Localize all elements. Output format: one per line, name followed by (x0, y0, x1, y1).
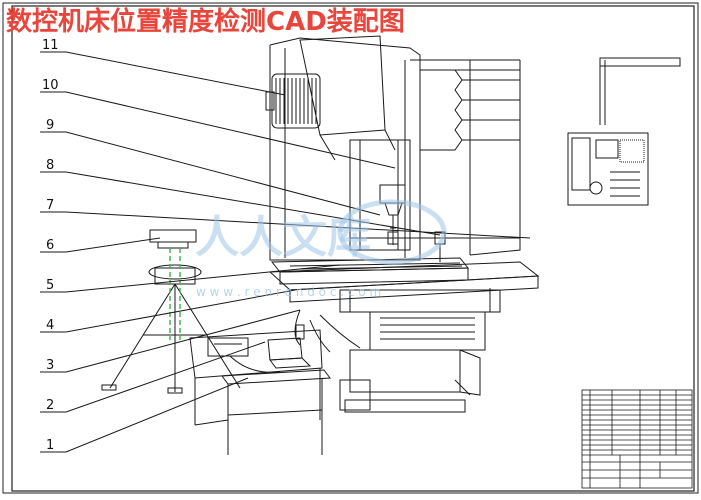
worktable (268, 257, 540, 313)
machine-column (269, 37, 521, 261)
cnc-control-panel (567, 57, 681, 206)
callout-labels: 11 10 9 8 7 6 5 4 3 2 1 (42, 38, 59, 453)
callout-7: 7 (46, 198, 54, 213)
leader-lines (40, 51, 531, 453)
spindle-motor (265, 73, 321, 129)
callout-4: 4 (46, 318, 54, 333)
laser-beam (169, 248, 181, 340)
callout-2: 2 (46, 398, 54, 413)
title-block (581, 389, 693, 489)
callout-11: 11 (42, 38, 59, 53)
callout-3: 3 (46, 358, 54, 373)
inner-frame (11, 5, 695, 492)
callout-6: 6 (46, 238, 54, 253)
watermark-logo-ring (337, 199, 447, 265)
watermark: 人人文库 w w w . r e n r e n d o c . c o m (195, 199, 447, 299)
instrument-bench (189, 309, 361, 455)
page-title: 数控机床位置精度检测CAD装配图 (6, 7, 405, 37)
callout-8: 8 (46, 158, 54, 173)
laser-tripod (101, 229, 241, 394)
callout-9: 9 (46, 118, 54, 133)
machine-base (339, 311, 486, 413)
watermark-brand: 人人文库 (195, 212, 371, 263)
spindle-head (299, 35, 411, 251)
callout-5: 5 (46, 278, 54, 293)
callout-1: 1 (46, 438, 54, 453)
watermark-url: w w w . r e n r e n d o c . c o m (196, 285, 381, 299)
outer-frame (2, 2, 699, 494)
callout-10: 10 (42, 78, 59, 93)
